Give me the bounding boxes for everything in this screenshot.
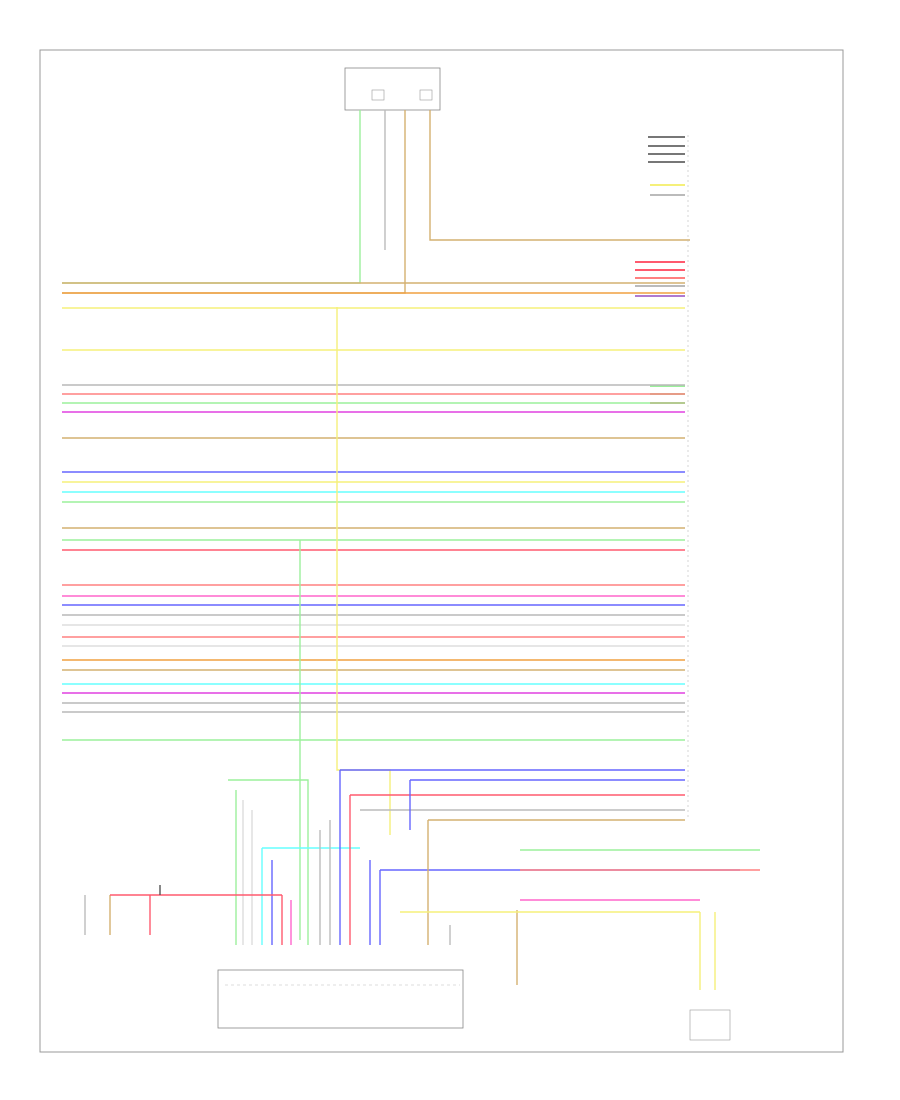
top-sensor-component bbox=[344, 67, 441, 111]
top-sensor-wires bbox=[62, 110, 690, 294]
left-harness-wires bbox=[62, 282, 685, 741]
bottom-control-unit bbox=[217, 969, 464, 1029]
right-bottom-box bbox=[689, 1009, 731, 1041]
left-bottom-wires bbox=[84, 885, 282, 935]
audio-unit-top-stubs bbox=[635, 136, 685, 404]
diagram-frame bbox=[39, 49, 844, 1053]
bottom-unit-vertical-wires bbox=[228, 307, 760, 990]
